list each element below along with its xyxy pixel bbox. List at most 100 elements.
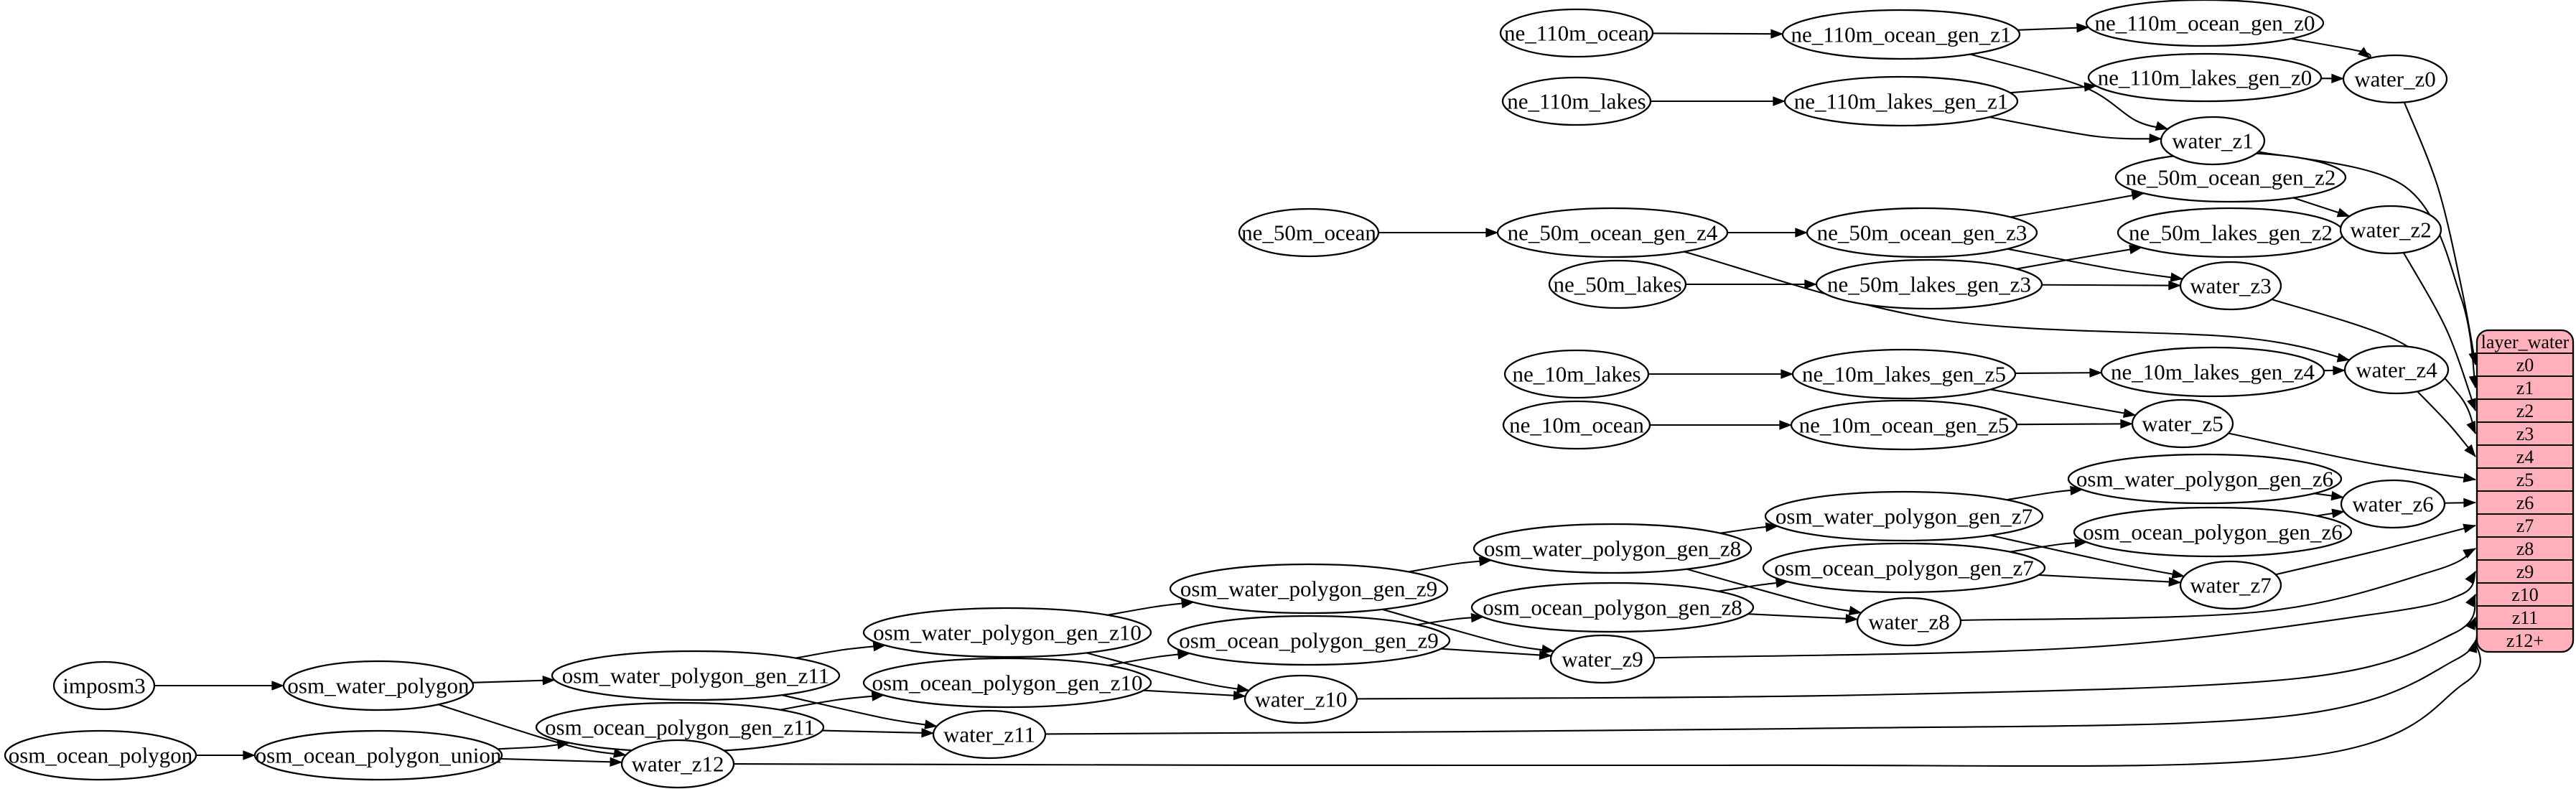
node-label-water_z6: water_z6 xyxy=(2352,492,2434,517)
node-label-osm_ocean_polygon_gen_z10: osm_ocean_polygon_gen_z10 xyxy=(872,671,1142,696)
node-osm_ocean_polygon_gen_z10: osm_ocean_polygon_gen_z10 xyxy=(862,657,1152,709)
node-label-ne_10m_lakes: ne_10m_lakes xyxy=(1512,362,1641,387)
node-label-ne_110m_ocean_gen_z0: ne_110m_ocean_gen_z0 xyxy=(2094,11,2315,36)
node-osm_ocean_polygon: osm_ocean_polygon xyxy=(4,729,197,781)
node-ellipse-water_z6 xyxy=(2340,479,2446,529)
edge-water_z4-to-layer-water-z4 xyxy=(2417,391,2476,457)
record-row-z0: z0 xyxy=(2516,355,2534,375)
record-title: layer_water xyxy=(2481,332,2570,353)
node-ellipse-water_z1 xyxy=(2160,116,2266,166)
node-ne_10m_lakes_gen_z4: ne_10m_lakes_gen_z4 xyxy=(2100,346,2325,398)
node-osm_water_polygon_gen_z7: osm_water_polygon_gen_z7 xyxy=(1764,490,2044,542)
node-ellipse-water_z4 xyxy=(2343,345,2450,395)
edge-water_z8-to-layer-water-z8 xyxy=(1960,548,2476,622)
node-label-ne_50m_ocean: ne_50m_ocean xyxy=(1241,220,1376,246)
node-water_z12: water_z12 xyxy=(620,739,735,789)
node-label-ne_10m_lakes_gen_z5: ne_10m_lakes_gen_z5 xyxy=(1802,362,2006,387)
node-water_z7: water_z7 xyxy=(2179,560,2282,610)
node-ne_110m_lakes_gen_z1: ne_110m_lakes_gen_z1 xyxy=(1783,75,2019,127)
node-label-ne_10m_ocean: ne_10m_ocean xyxy=(1509,413,1644,438)
node-water_z3: water_z3 xyxy=(2179,261,2282,311)
node-ellipse-ne_110m_lakes_gen_z1 xyxy=(1783,75,2019,127)
record-row-z5: z5 xyxy=(2516,470,2534,490)
edge-osm_water_polygon-to-osm_water_polygon_gen_z11 xyxy=(472,676,556,686)
node-ellipse-osm_water_polygon_gen_z7 xyxy=(1764,490,2044,542)
record-row-z6: z6 xyxy=(2516,492,2534,513)
edge-ne_110m_ocean-to-ne_110m_ocean_gen_z1 xyxy=(1652,29,1783,39)
edge-water_z12-to-layer-water-z12+ xyxy=(733,640,2481,767)
node-label-osm_ocean_polygon: osm_ocean_polygon xyxy=(9,743,193,768)
record-row-z8: z8 xyxy=(2516,538,2534,559)
node-water_z1: water_z1 xyxy=(2160,116,2266,166)
edge-osm_water_polygon_gen_z7-to-water_z7 xyxy=(1989,534,2185,579)
edge-osm_water_polygon_gen_z6-to-water_z6 xyxy=(2314,490,2344,501)
edge-osm_ocean_polygon_gen_z10-to-osm_ocean_polygon_gen_z9 xyxy=(1108,650,1190,666)
node-ellipse-water_z3 xyxy=(2179,261,2282,311)
node-ellipse-ne_10m_lakes_gen_z4 xyxy=(2100,346,2325,398)
node-ellipse-water_z9 xyxy=(1549,634,1656,684)
node-label-osm_ocean_polygon_gen_z7: osm_ocean_polygon_gen_z7 xyxy=(1774,556,2034,581)
node-ellipse-osm_ocean_polygon_gen_z10 xyxy=(862,657,1152,709)
node-ne_110m_ocean_gen_z1: ne_110m_ocean_gen_z1 xyxy=(1781,9,2021,60)
node-ne_50m_ocean_gen_z2: ne_50m_ocean_gen_z2 xyxy=(2114,151,2347,203)
node-label-ne_50m_lakes_gen_z2: ne_50m_lakes_gen_z2 xyxy=(2129,220,2333,246)
node-label-osm_ocean_polygon_gen_z8: osm_ocean_polygon_gen_z8 xyxy=(1483,595,1742,620)
node-osm_water_polygon_gen_z11: osm_water_polygon_gen_z11 xyxy=(551,650,841,701)
node-water_z5: water_z5 xyxy=(2131,398,2234,449)
node-ellipse-ne_110m_lakes xyxy=(1501,76,1652,126)
node-label-water_z3: water_z3 xyxy=(2190,274,2272,299)
edge-osm_ocean_polygon_gen_z8-to-osm_ocean_polygon_gen_z7 xyxy=(1718,578,1789,592)
node-label-water_z4: water_z4 xyxy=(2356,358,2437,383)
node-osm_water_polygon: osm_water_polygon xyxy=(282,660,475,711)
record-row-z2: z2 xyxy=(2516,401,2534,421)
node-osm_ocean_polygon_gen_z9: osm_ocean_polygon_gen_z9 xyxy=(1167,615,1451,666)
node-ne_10m_lakes_gen_z5: ne_10m_lakes_gen_z5 xyxy=(1791,348,2017,400)
node-label-water_z9: water_z9 xyxy=(1562,647,1643,672)
node-ellipse-water_z11 xyxy=(932,709,1047,760)
node-ne_50m_lakes_gen_z3: ne_50m_lakes_gen_z3 xyxy=(1815,258,2043,310)
node-label-ne_50m_ocean_gen_z4: ne_50m_ocean_gen_z4 xyxy=(1508,220,1718,246)
node-ellipse-ne_10m_ocean_gen_z5 xyxy=(1790,399,2018,451)
edge-osm_water_polygon_gen_z11-to-osm_water_polygon_gen_z10 xyxy=(795,641,886,659)
node-ellipse-ne_110m_ocean_gen_z0 xyxy=(2085,0,2325,47)
node-label-osm_ocean_polygon_union: osm_ocean_polygon_union xyxy=(256,743,502,768)
node-label-ne_110m_lakes: ne_110m_lakes xyxy=(1507,89,1646,114)
record-row-z1: z1 xyxy=(2516,378,2534,398)
edges-layer xyxy=(154,23,2481,767)
edge-ne_50m_ocean_gen_z3-to-ne_50m_ocean_gen_z2 xyxy=(2010,190,2145,218)
node-water_z4: water_z4 xyxy=(2343,345,2450,395)
edge-osm_water_polygon_gen_z11-to-water_z11 xyxy=(781,694,938,729)
edge-water_z9-to-layer-water-z9 xyxy=(1653,571,2476,659)
node-label-osm_water_polygon_gen_z7: osm_water_polygon_gen_z7 xyxy=(1775,504,2033,529)
edge-osm_ocean_polygon_gen_z7-to-osm_ocean_polygon_gen_z6 xyxy=(2010,538,2088,553)
edge-osm_water_polygon_gen_z7-to-osm_water_polygon_gen_z6 xyxy=(2006,485,2083,501)
node-label-water_z1: water_z1 xyxy=(2172,129,2254,154)
node-label-osm_water_polygon_gen_z10: osm_water_polygon_gen_z10 xyxy=(873,620,1142,645)
node-label-water_z2: water_z2 xyxy=(2350,218,2432,243)
node-ellipse-ne_50m_ocean_gen_z4 xyxy=(1496,207,1729,258)
record-row-z10: z10 xyxy=(2511,584,2539,605)
edge-ne_50m_lakes_gen_z3-to-ne_50m_lakes_gen_z2 xyxy=(2016,244,2142,270)
node-ellipse-imposm3 xyxy=(52,660,156,711)
node-ne_10m_ocean_gen_z5: ne_10m_ocean_gen_z5 xyxy=(1790,399,2018,451)
edge-ne_50m_ocean_gen_z4-to-water_z4 xyxy=(1684,251,2351,363)
node-osm_water_polygon_gen_z8: osm_water_polygon_gen_z8 xyxy=(1473,523,1753,574)
node-ellipse-ne_50m_ocean xyxy=(1238,207,1380,258)
node-ellipse-osm_water_polygon_gen_z8 xyxy=(1473,523,1753,574)
node-ellipse-ne_50m_lakes xyxy=(1548,259,1687,309)
node-ne_110m_ocean_gen_z0: ne_110m_ocean_gen_z0 xyxy=(2085,0,2325,47)
node-label-water_z5: water_z5 xyxy=(2142,411,2223,436)
node-ne_50m_ocean_gen_z4: ne_50m_ocean_gen_z4 xyxy=(1496,207,1729,258)
node-label-water_z10: water_z10 xyxy=(1254,687,1347,712)
node-osm_ocean_polygon_gen_z8: osm_ocean_polygon_gen_z8 xyxy=(1470,582,1755,633)
edge-ne_110m_ocean_gen_z0-to-water_z0 xyxy=(2290,37,2371,59)
edge-osm_water_polygon_gen_z9-to-water_z9 xyxy=(1382,608,1555,654)
node-water_z10: water_z10 xyxy=(1243,674,1358,724)
node-ne_50m_lakes_gen_z2: ne_50m_lakes_gen_z2 xyxy=(2117,207,2345,258)
node-ellipse-osm_ocean_polygon xyxy=(4,729,197,781)
edge-osm_ocean_polygon_gen_z8-to-water_z8 xyxy=(1747,613,1859,624)
node-label-ne_50m_ocean_gen_z2: ne_50m_ocean_gen_z2 xyxy=(2126,165,2336,190)
node-label-osm_ocean_polygon_gen_z11: osm_ocean_polygon_gen_z11 xyxy=(545,715,815,740)
